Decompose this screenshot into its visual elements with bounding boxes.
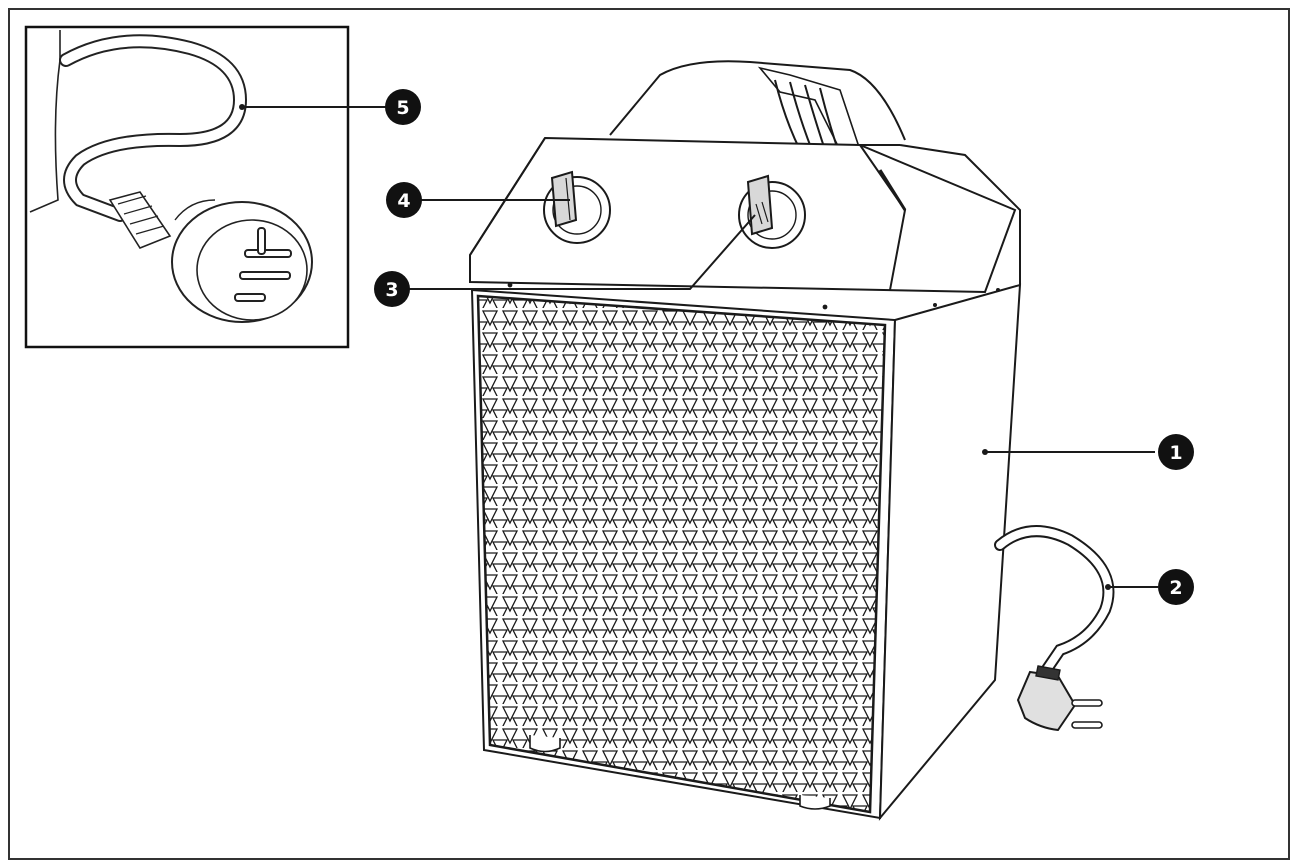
inset-plug-pins bbox=[234, 227, 292, 302]
heater-foot-right bbox=[799, 795, 831, 810]
callout-2: 2 bbox=[1158, 569, 1194, 605]
callout-4: 4 bbox=[386, 182, 422, 218]
callout-4-label: 4 bbox=[397, 190, 410, 212]
leader-lines bbox=[242, 106, 1158, 588]
inset-plug-face bbox=[196, 219, 308, 321]
front-grille bbox=[476, 294, 887, 814]
callout-3-label: 3 bbox=[385, 279, 398, 301]
callout-2-label: 2 bbox=[1169, 577, 1182, 599]
leader-3 bbox=[405, 214, 756, 290]
heater bbox=[469, 60, 1115, 821]
heater-foot-left bbox=[529, 735, 561, 753]
schuko-plug bbox=[1016, 665, 1103, 732]
callout-1-label: 1 bbox=[1169, 442, 1182, 464]
carry-handle bbox=[609, 60, 906, 141]
callout-5: 5 bbox=[385, 89, 421, 125]
diagram-frame bbox=[8, 8, 1290, 860]
callout-3: 3 bbox=[374, 271, 410, 307]
heater-housing bbox=[878, 283, 1022, 821]
inset-strain-relief bbox=[108, 191, 172, 249]
inset-cable bbox=[61, 36, 246, 220]
power-cord bbox=[996, 527, 1113, 676]
power-switch-knob bbox=[738, 174, 806, 249]
inset-wall-edge bbox=[29, 30, 61, 213]
callout-1: 1 bbox=[1158, 434, 1194, 470]
inset-plug-detail bbox=[24, 25, 350, 349]
callout-5-label: 5 bbox=[396, 97, 409, 119]
